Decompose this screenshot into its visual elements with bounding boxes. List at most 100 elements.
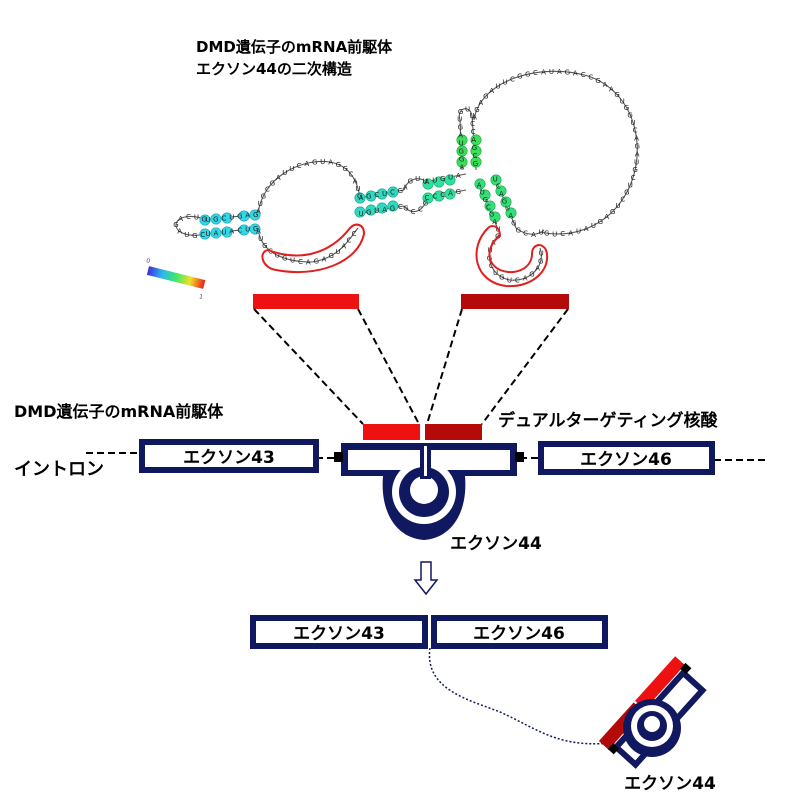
- nucleotide-letter: A: [603, 81, 608, 89]
- nucleotide-letter: U: [374, 207, 379, 215]
- nucleotide-letter: U: [320, 158, 325, 166]
- nucleotide-letter: U: [229, 214, 234, 222]
- nucleotide-letter: C: [348, 171, 353, 179]
- down-arrow: [413, 561, 439, 596]
- exon43-label-spliced: エクソン43: [293, 624, 385, 644]
- nucleotide-letter: C: [560, 230, 565, 238]
- nucleotide-letter: G: [595, 77, 600, 85]
- nucleotide-letter: U: [615, 202, 620, 210]
- nucleotide-letter: C: [374, 191, 379, 199]
- nucleotide-letter: A: [177, 228, 182, 236]
- nucleotide-letter: U: [457, 116, 462, 124]
- nucleotide-letter: U: [258, 235, 263, 243]
- nucleotide-letter: U: [549, 68, 554, 76]
- nucleotide-letter: U: [289, 165, 294, 173]
- nucleotide-letter: C: [411, 208, 416, 216]
- nucleotide-letter: A: [256, 228, 261, 236]
- nucleotide-letter: A: [478, 99, 483, 107]
- exon43-box: [139, 439, 319, 473]
- nucleotide-letter: G: [474, 106, 479, 114]
- nucleotide-letter: C: [496, 183, 501, 191]
- nucleotide-letter: A: [448, 189, 453, 197]
- nucleotide-letter: G: [201, 216, 206, 224]
- nucleotide-letter: A: [322, 256, 327, 264]
- nucleotide-letter: G: [483, 93, 488, 101]
- nucleotide-letter: A: [508, 212, 513, 220]
- nucleotide-letter: U: [355, 185, 360, 193]
- nucleotide-letter: C: [470, 120, 475, 128]
- nucleotide-letter: U: [382, 190, 387, 198]
- nucleotide-letter: C: [186, 213, 191, 221]
- nucleotide-letter: A: [460, 164, 465, 172]
- nucleotide-letter: A: [523, 275, 528, 283]
- nucleotide-letter: G: [253, 225, 258, 233]
- nucleotide-letter: G: [342, 165, 347, 173]
- nucleotide-letter: U: [282, 169, 287, 177]
- nucleotide-letter: C: [432, 192, 437, 200]
- target-region-outline-2: [475, 225, 549, 288]
- nucleotide-letter: C: [581, 71, 586, 79]
- nucleotide-letter: U: [184, 231, 189, 239]
- nucleotide-letter: A: [492, 218, 497, 226]
- nucleic-acid-darkred: [425, 424, 482, 440]
- nucleotide-letter: G: [366, 193, 371, 201]
- nucleotide-letter: C: [523, 230, 528, 238]
- nucleotide-letter: G: [459, 156, 464, 164]
- structure-title-line1: DMD遺伝子のmRNA前駆体: [196, 38, 393, 56]
- nucleotide-letter: G: [213, 215, 218, 223]
- nucleotide-letter: G: [499, 274, 504, 282]
- nucleotide-letter: G: [598, 218, 603, 226]
- nucleotide-letter: G: [192, 232, 197, 240]
- nucleotide-letter: C: [390, 189, 395, 197]
- intron-label: イントロン: [14, 459, 104, 480]
- nucleotide-letter: C: [515, 276, 520, 284]
- nucleic-acid-red: [363, 424, 420, 440]
- nucleotide-letter: C: [533, 69, 538, 77]
- nucleotide-letter: U: [358, 210, 363, 218]
- nucleotide-letter: G: [440, 175, 445, 183]
- nucleotide-letter: U: [628, 181, 633, 189]
- exon46-label-spliced: エクソン46: [473, 624, 565, 644]
- nucleotide-letter: U: [630, 119, 635, 127]
- nucleotide-letter: A: [568, 229, 573, 237]
- nucleotide-letter: G: [632, 166, 637, 174]
- nucleotide-letter: G: [483, 196, 488, 204]
- nucleotide-letter: U: [496, 83, 501, 91]
- nucleotide-letter: G: [525, 71, 530, 79]
- nucleotide-letter: U: [221, 228, 226, 236]
- nucleotide-letter: C: [418, 206, 423, 214]
- colorbar-max-label: 1: [198, 293, 204, 301]
- nucleotide-letter: A: [609, 86, 614, 94]
- nucleotide-letter: U: [634, 158, 639, 166]
- nucleotide-letter: A: [535, 265, 540, 273]
- nucleotide-letter: G: [336, 161, 341, 169]
- target-bar-top-darkred: [461, 294, 569, 309]
- nucleotide-letter: C: [472, 152, 477, 160]
- nucleotide-letter: U: [458, 140, 463, 148]
- nucleotide-letter: A: [353, 177, 358, 185]
- nucleotide-letter: G: [614, 91, 619, 99]
- nucleotide-letter: C: [489, 262, 494, 270]
- nucleotide-letter: C: [440, 191, 445, 199]
- nucleotide-letter: U: [576, 228, 581, 236]
- nucleotide-letter: G: [624, 189, 629, 197]
- dual-targeting-label: デュアルターゲティング核酸: [498, 411, 718, 431]
- target-region-outline-1: [261, 223, 366, 274]
- nucleotide-letter: G: [610, 208, 615, 216]
- nucleotide-letter: U: [480, 189, 485, 197]
- structure-title: DMD遺伝子のmRNA前駆体 エクソン44の二次構造: [196, 36, 392, 80]
- nucleotide-letter: C: [471, 128, 476, 136]
- nucleotide-letter: A: [489, 87, 494, 95]
- pre-mrna-title: DMD遺伝子のmRNA前駆体: [14, 402, 224, 421]
- nucleotide-letter: G: [627, 111, 632, 119]
- nucleotide-letter: U: [275, 252, 280, 260]
- nucleotide-letter: A: [425, 178, 430, 186]
- nucleotide-letter: C: [297, 162, 302, 170]
- nucleotide-letter: A: [214, 229, 219, 237]
- nucleotide-letter: G: [624, 104, 629, 112]
- nucleotide-letter: U: [415, 175, 420, 183]
- nucleotide-letter: G: [261, 192, 266, 200]
- nucleotide-letter: U: [465, 106, 470, 114]
- nucleotide-letter: G: [403, 205, 408, 213]
- nucleotide-letter: G: [423, 199, 428, 207]
